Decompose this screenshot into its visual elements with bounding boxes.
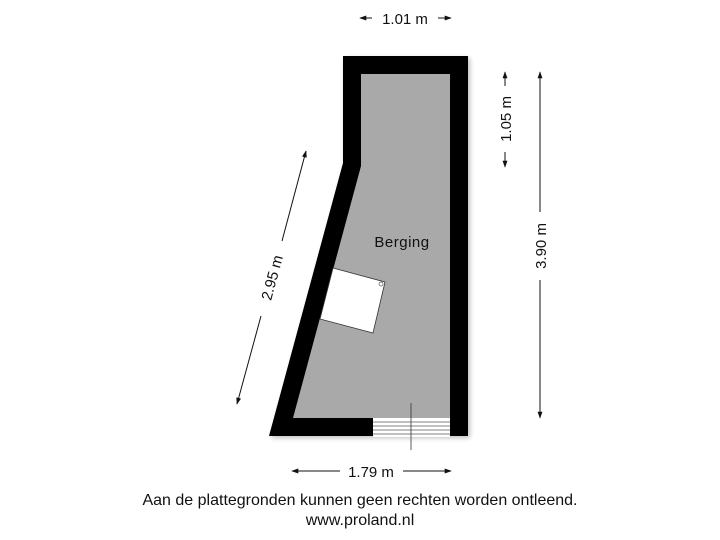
disclaimer-text: Aan de plattegronden kunnen geen rechten… bbox=[142, 492, 578, 509]
room-floor bbox=[293, 74, 450, 418]
dimension-right-upper-label: 1.05 m bbox=[498, 96, 515, 142]
website-link[interactable]: www.proland.nl bbox=[305, 512, 415, 529]
dimension-bottom: 1.79 m bbox=[291, 464, 452, 481]
dimension-right-upper: 1.05 m bbox=[498, 71, 515, 168]
dimension-top: 1.01 m bbox=[359, 11, 452, 28]
dimension-diagonal-label: 2.95 m bbox=[258, 253, 286, 302]
skylight-object bbox=[319, 267, 386, 334]
dimension-top-label: 1.01 m bbox=[382, 11, 428, 28]
room-label: Berging bbox=[374, 234, 429, 251]
dimension-right-total: 3.90 m bbox=[533, 71, 550, 419]
dimension-right-total-label: 3.90 m bbox=[533, 223, 550, 269]
door-opening bbox=[373, 418, 450, 437]
dimension-bottom-label: 1.79 m bbox=[348, 464, 394, 481]
handle-icon bbox=[378, 281, 384, 287]
